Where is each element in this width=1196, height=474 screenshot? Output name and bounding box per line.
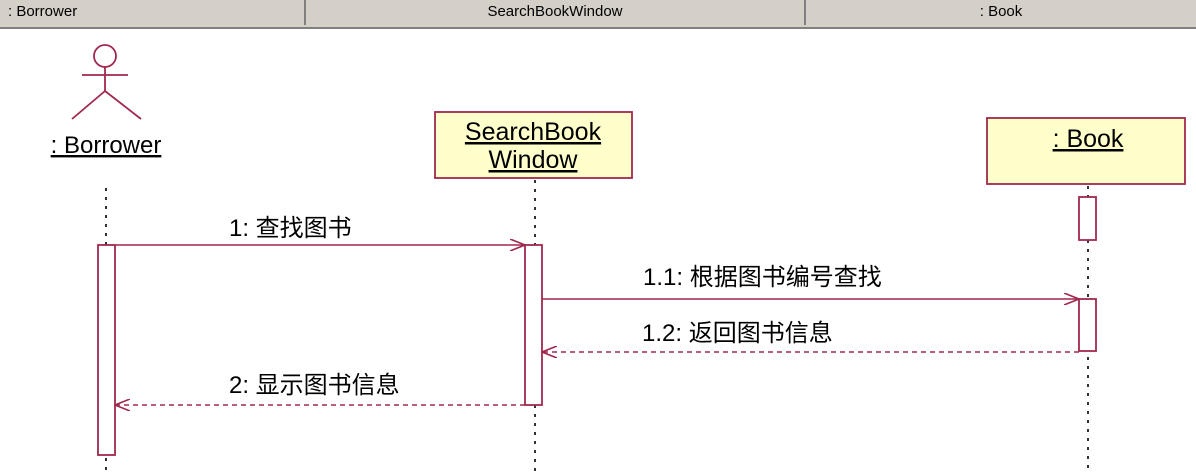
- message-1-2-label: 1.2: 返回图书信息: [642, 320, 833, 347]
- header-searchbookwindow[interactable]: SearchBookWindow: [306, 0, 806, 25]
- object-window-label-line1: SearchBook: [465, 118, 602, 146]
- activation-borrower[interactable]: [97, 244, 116, 456]
- object-box-window: [434, 111, 633, 179]
- message-2-label: 2: 显示图书信息: [229, 372, 400, 399]
- activation-searchbookwindow[interactable]: [524, 244, 543, 406]
- activation-book-top[interactable]: [1078, 196, 1097, 241]
- actor-left-leg: [71, 90, 106, 120]
- message-1-2[interactable]: 1.2: 返回图书信息: [542, 320, 1079, 352]
- object-window-label-line2: Window: [489, 146, 579, 174]
- activation-book[interactable]: [1078, 298, 1097, 352]
- actor-borrower[interactable]: : Borrower: [51, 44, 162, 159]
- lifeline-header-bar: : Borrower SearchBookWindow : Book: [0, 0, 1196, 29]
- actor-label: : Borrower: [51, 132, 162, 159]
- actor-head: [93, 44, 117, 68]
- object-searchbookwindow[interactable]: SearchBook Window: [434, 111, 633, 179]
- message-1-1-label: 1.1: 根据图书编号查找: [643, 264, 882, 291]
- header-book[interactable]: : Book: [979, 3, 1023, 20]
- message-1-label: 1: 查找图书: [229, 215, 352, 242]
- object-book[interactable]: : Book: [986, 117, 1186, 185]
- message-2[interactable]: 2: 显示图书信息: [115, 372, 525, 405]
- actor-right-leg: [104, 90, 142, 120]
- message-1-1[interactable]: 1.1: 根据图书编号查找: [542, 264, 1079, 299]
- object-box-book: [986, 117, 1186, 185]
- object-book-label: : Book: [1053, 125, 1124, 153]
- message-1[interactable]: 1: 查找图书: [115, 215, 525, 245]
- header-borrower[interactable]: : Borrower: [0, 0, 306, 25]
